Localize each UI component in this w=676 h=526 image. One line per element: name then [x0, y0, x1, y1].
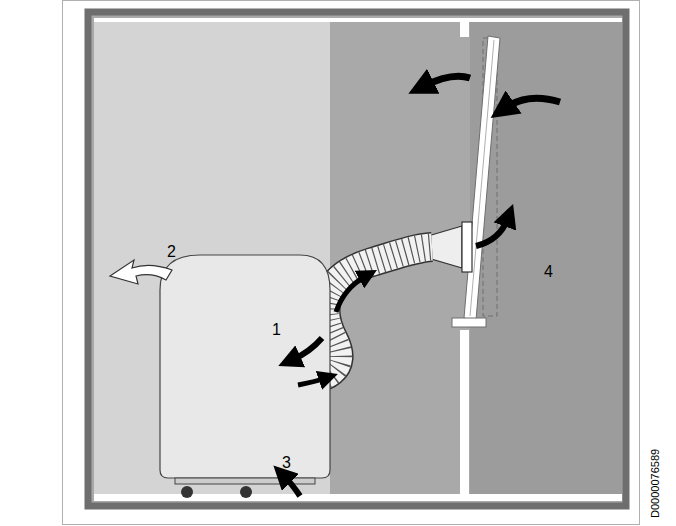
room-light-area [94, 18, 330, 500]
frame-border [88, 12, 626, 506]
room-ground [88, 12, 626, 506]
air-intake-arrow [292, 338, 322, 360]
wall-strip [460, 18, 469, 37]
wall-strip [460, 330, 469, 500]
cool-air-arrow [110, 260, 172, 284]
adapter-plate [462, 222, 472, 272]
exhaust-arrow [476, 218, 508, 246]
ceiling-line [94, 18, 622, 22]
floor-line [94, 494, 622, 501]
air-conditioner-unit [160, 255, 330, 478]
callout-number: 3 [282, 455, 291, 471]
outer-frame [63, 1, 640, 525]
window-sill [452, 318, 486, 327]
air-intake-arrow [284, 476, 300, 496]
wheel [181, 486, 193, 498]
outside-air-arrow [505, 98, 560, 108]
hose-flow-arrow [336, 276, 366, 312]
callout-number: 1 [272, 322, 281, 338]
sash-line [470, 40, 494, 316]
callout-number: 2 [167, 244, 176, 260]
wheel [240, 486, 252, 498]
hose-flow-arrow [298, 378, 326, 385]
outside-air-arrow [424, 76, 470, 86]
window-adapter [428, 226, 462, 268]
callout-number: 4 [544, 264, 553, 280]
document-id: D0000076589 [650, 449, 661, 518]
